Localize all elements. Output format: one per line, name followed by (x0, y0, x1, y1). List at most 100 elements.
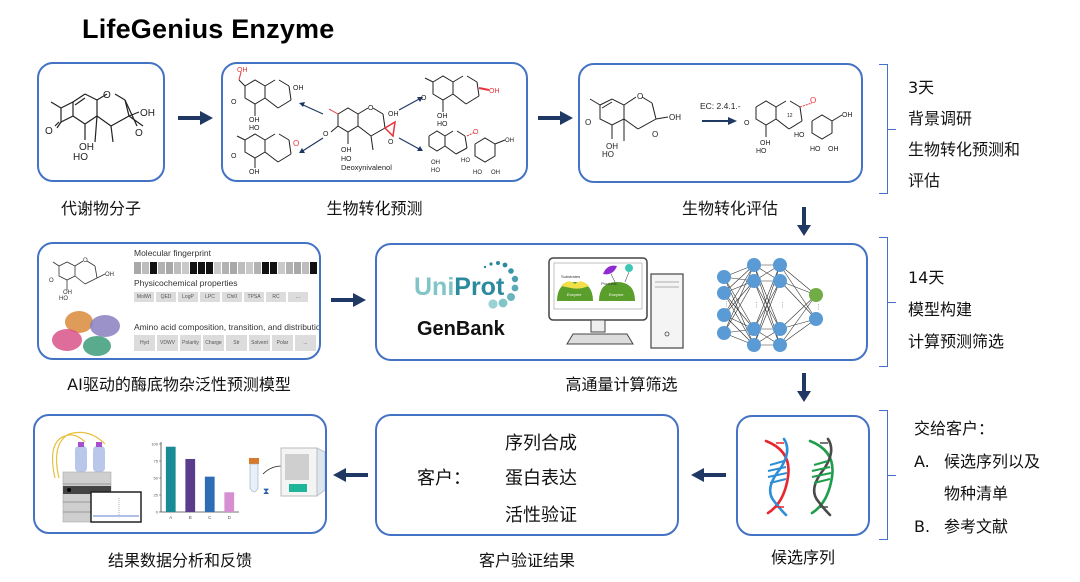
nn-node (717, 286, 731, 300)
svg-text:O: O (368, 105, 374, 112)
svg-text:OH: OH (489, 88, 500, 95)
dna-helix-icon (764, 437, 834, 517)
nn-edge (779, 294, 817, 346)
y-tick-label: 50 (154, 476, 159, 481)
svg-text:OH: OH (437, 113, 448, 120)
arrow-down-icon (797, 373, 811, 402)
fingerprint-bit (174, 262, 181, 274)
svg-text:OH: OH (431, 160, 440, 166)
fingerprint-bit (206, 262, 213, 274)
fingerprint-title: Molecular fingerprint (134, 248, 212, 258)
x-tick-label: C (208, 515, 212, 520)
x-tick-label: A (169, 515, 172, 520)
svg-text:EC: 2.4.1.-: EC: 2.4.1.- (700, 101, 741, 111)
nn-edge (723, 292, 755, 346)
feature-chip: Polar (272, 335, 293, 351)
svg-text:Enzyme: Enzyme (567, 292, 582, 297)
customer-label: 客户： (417, 468, 471, 489)
fingerprint-bit (182, 262, 189, 274)
fingerprint-bit (230, 262, 237, 274)
svg-text:Substrates: Substrates (561, 274, 580, 279)
stage1-task-3: 评估 (908, 171, 941, 190)
nn-node (717, 308, 731, 322)
delivery-item-a-line2: 物种清单 (944, 484, 1009, 503)
svg-text:OH: OH (140, 108, 155, 119)
feature-chip: Chi0 (222, 292, 242, 302)
nn-node (747, 258, 761, 272)
arrow-right-icon (538, 111, 573, 125)
svg-text:Enzyme: Enzyme (609, 292, 624, 297)
nn-edge (779, 318, 817, 346)
svg-text:HO: HO (73, 152, 88, 163)
feature-chip: RC (266, 292, 286, 302)
svg-text:O: O (103, 90, 111, 101)
delivery-heading: 交给客户： (914, 419, 995, 438)
svg-text:HO: HO (473, 170, 482, 176)
feature-chip: VDWV (157, 335, 178, 351)
nn-ellipsis: ⋮ (753, 302, 760, 309)
svg-text:OH: OH (505, 138, 514, 144)
nn-node (809, 312, 823, 326)
nn-ellipsis: ⋮ (779, 302, 786, 309)
stage1-duration: 3天 (908, 78, 935, 97)
arrow-down-icon (797, 207, 811, 236)
genbank-logo: GenBank (417, 318, 505, 340)
physchem-title: Physicochemical properties (134, 278, 238, 288)
fingerprint-bits (134, 262, 317, 274)
svg-text:OH: OH (79, 142, 94, 153)
uniprot-dots-icon (483, 261, 519, 309)
arrow-right-icon (331, 293, 366, 307)
svg-text:⧗: ⧗ (263, 486, 269, 496)
svg-text:HO: HO (437, 121, 448, 128)
fingerprint-bit (294, 262, 301, 274)
biotransformation-evaluation-caption: 生物转化评估 (681, 199, 778, 218)
nn-node (773, 258, 787, 272)
svg-text:O: O (585, 118, 591, 127)
delivery-item-a-line1: 候选序列以及 (944, 452, 1041, 471)
nn-edge (779, 294, 817, 330)
customer-task-protein-expression: 蛋白表达 (505, 468, 577, 489)
svg-text:O: O (45, 126, 53, 137)
nn-node (773, 338, 787, 352)
feature-chip: Hyd (134, 335, 155, 351)
page-title: LifeGenius Enzyme (82, 14, 335, 44)
fingerprint-bit (278, 262, 285, 274)
stage1-task-1: 背景调研 (908, 109, 973, 128)
svg-text:OH: OH (388, 111, 399, 118)
nn-edge (723, 280, 755, 316)
svg-text:O: O (231, 99, 237, 106)
biotransformation-evaluation-box: O OH O O OH HO EC: 2.4.1.- O 12 OH HO HO… (578, 63, 863, 183)
amino-acid-title: Amino acid composition, transition, and … (134, 322, 321, 332)
biotransformation-prediction-caption: 生物转化预测 (326, 199, 423, 218)
feature-chip: ... (295, 335, 316, 351)
fingerprint-bit (254, 262, 261, 274)
nn-ellipsis: ⋮ (815, 304, 822, 311)
svg-text:HO: HO (756, 148, 767, 155)
svg-text:O: O (388, 139, 394, 146)
nn-node (747, 322, 761, 336)
results-analysis-caption: 结果数据分析和反馈 (107, 551, 252, 570)
arrow-right-icon (178, 111, 213, 125)
stage2-task-2: 计算预测筛选 (908, 332, 1005, 351)
feature-chip: MolWt (134, 292, 154, 302)
nn-edge (723, 264, 755, 316)
fingerprint-bit (142, 262, 149, 274)
neural-network-icon: ⋮⋮⋮⋮ (717, 258, 823, 352)
feature-chip: LPC (200, 292, 220, 302)
fingerprint-bit (166, 262, 173, 274)
protein-structure-icon (52, 311, 120, 356)
nn-edge (779, 280, 817, 320)
svg-text:OH: OH (293, 85, 304, 92)
bar-C (204, 476, 215, 512)
biotransformation-prediction-box: O OH O OH HO O Deoxynivalenol OH OH O OH… (221, 62, 528, 182)
arrow-left-icon (333, 468, 368, 482)
bar-D (224, 492, 235, 512)
svg-text:OH: OH (105, 272, 114, 278)
svg-text:OH: OH (249, 117, 260, 124)
fingerprint-bit (286, 262, 293, 274)
bracket-stage1 (879, 64, 896, 194)
fingerprint-bit (150, 262, 157, 274)
glycosylation-reaction-icon: O OH O O OH HO EC: 2.4.1.- O 12 OH HO HO… (585, 92, 853, 159)
